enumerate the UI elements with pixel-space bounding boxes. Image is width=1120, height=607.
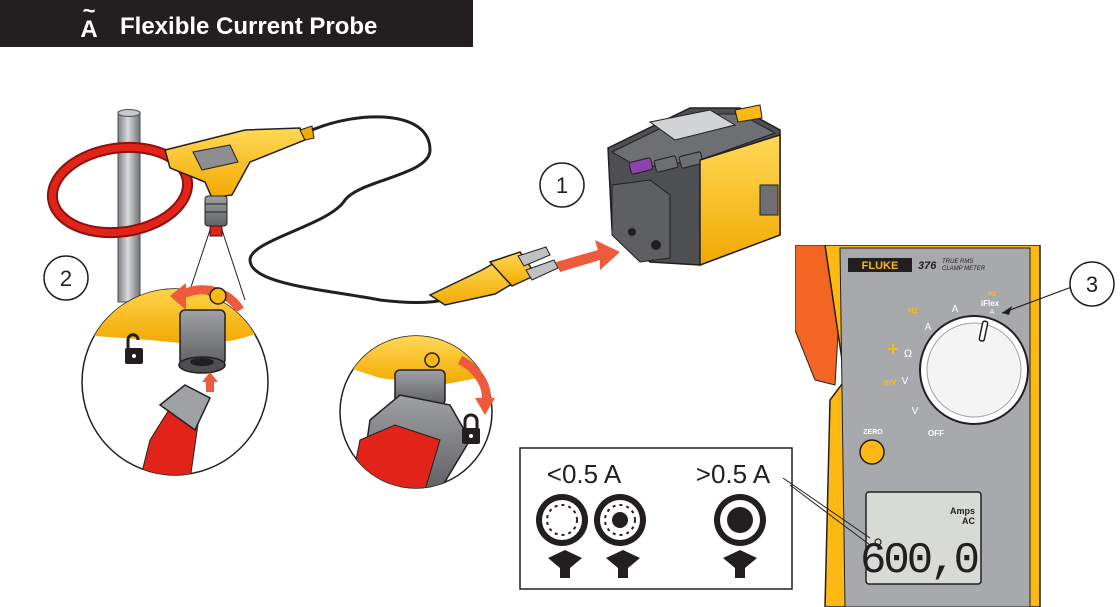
svg-text:iFlex: iFlex — [981, 299, 1000, 308]
svg-text:mV: mV — [884, 378, 897, 387]
callout-1: 1 — [539, 162, 585, 208]
flex-loop — [46, 141, 194, 239]
svg-text:V: V — [902, 376, 909, 387]
zoom-leader — [189, 229, 211, 291]
iflex-probe-icon — [874, 538, 882, 550]
svg-text:OFF: OFF — [928, 429, 944, 438]
zoom-leader — [221, 229, 246, 301]
ac-letter: A — [80, 16, 98, 43]
svg-text:CLAMP METER: CLAMP METER — [942, 266, 986, 272]
svg-text:2: 2 — [60, 266, 72, 291]
legend-leader — [782, 477, 871, 539]
zoom-unlock — [81, 283, 269, 476]
callout-2: 2 — [43, 255, 89, 301]
iflex-dashed-center-icon — [594, 494, 646, 578]
probe-cable — [248, 115, 471, 305]
legend-above-label: >0.5 A — [696, 459, 771, 489]
clamp-meter: FLUKE 376 TRUE RMS CLAMP METER Hz A A Hz… — [795, 245, 1041, 607]
svg-text:3: 3 — [1086, 272, 1098, 297]
zoom-lock — [339, 335, 495, 489]
page-title: Flexible Current Probe — [120, 13, 378, 40]
svg-text:A: A — [925, 322, 932, 333]
svg-text:Hz: Hz — [988, 291, 997, 298]
probe-connector — [428, 246, 559, 306]
unlock-icon — [125, 333, 143, 364]
svg-text:AC: AC — [962, 516, 975, 526]
svg-text:A: A — [990, 309, 995, 316]
callout-3: 3 — [1069, 261, 1115, 307]
ac-tilde: ~ — [82, 0, 96, 23]
svg-text:TRUE RMS: TRUE RMS — [942, 259, 973, 265]
ac-current-icon: ~ A — [76, 0, 102, 46]
meter-top-view — [607, 104, 781, 267]
iflex-dashed-icon — [536, 494, 588, 578]
legend-box: <0.5 A >0.5 A — [519, 447, 793, 590]
conductor-pole — [117, 109, 141, 303]
svg-text:1: 1 — [556, 173, 568, 198]
iflex-solid-icon — [714, 494, 766, 578]
lock-icon — [462, 413, 480, 444]
legend-leader — [789, 484, 871, 546]
svg-text:A: A — [952, 304, 959, 315]
legend-below-label: <0.5 A — [547, 459, 622, 489]
svg-text:Ω: Ω — [904, 348, 912, 360]
svg-text:376: 376 — [918, 260, 937, 272]
svg-text:FLUKE: FLUKE — [862, 260, 899, 272]
probe-body — [164, 125, 315, 237]
svg-text:V: V — [912, 406, 919, 417]
svg-text:ZERO: ZERO — [863, 429, 883, 436]
callout-3-leader — [1001, 284, 1078, 314]
svg-text:600,0: 600,0 — [860, 536, 978, 586]
insert-arrow — [556, 240, 620, 272]
svg-text:Amps: Amps — [950, 506, 975, 516]
svg-text:Hz: Hz — [908, 306, 918, 315]
section-header: ~ A Flexible Current Probe — [0, 0, 473, 47]
